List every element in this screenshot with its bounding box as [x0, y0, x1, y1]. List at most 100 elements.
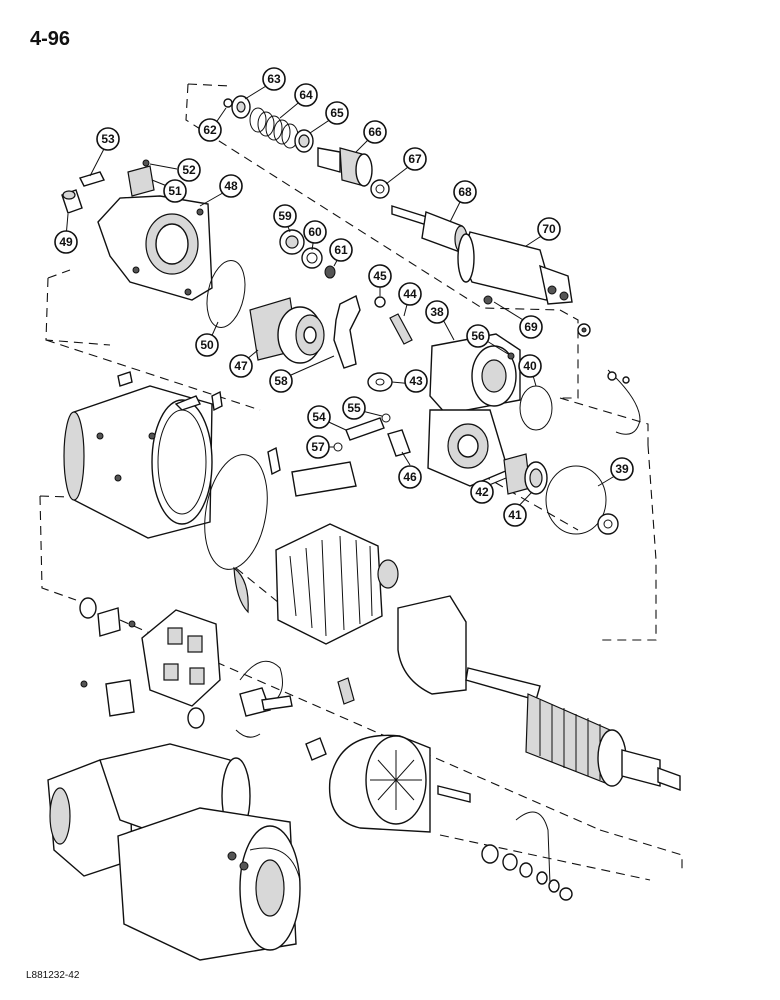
callout-61: 61 — [329, 238, 353, 262]
callout-41: 41 — [503, 503, 527, 527]
svg-text:39: 39 — [615, 462, 629, 476]
part-45 — [374, 296, 386, 308]
callout-58: 58 — [269, 369, 293, 393]
svg-text:51: 51 — [168, 184, 182, 198]
callout-59: 59 — [273, 204, 297, 228]
page-number: 4-96 — [30, 28, 71, 50]
callout-69: 69 — [519, 315, 543, 339]
svg-text:53: 53 — [101, 132, 115, 146]
callout-57: 57 — [306, 435, 330, 459]
svg-text:41: 41 — [508, 508, 522, 522]
part-64-spring — [249, 107, 299, 149]
callout-63: 63 — [262, 67, 286, 91]
callout-60: 60 — [303, 220, 327, 244]
svg-text:44: 44 — [403, 287, 417, 301]
callout-51: 51 — [163, 179, 187, 203]
callout-54: 54 — [307, 405, 331, 429]
part-44 — [389, 313, 413, 345]
svg-text:45: 45 — [373, 269, 387, 283]
svg-text:47: 47 — [234, 359, 248, 373]
part-69-screws — [483, 295, 591, 337]
svg-text:62: 62 — [203, 123, 217, 137]
frame-housing — [63, 385, 213, 539]
svg-text:60: 60 — [308, 225, 322, 239]
callout-49: 49 — [54, 230, 78, 254]
callout-55: 55 — [342, 396, 366, 420]
part-56 — [507, 352, 515, 360]
callout-46: 46 — [398, 465, 422, 489]
svg-text:52: 52 — [182, 163, 196, 177]
part-38 — [427, 333, 521, 487]
part-39 — [545, 465, 607, 535]
callout-53: 53 — [96, 127, 120, 151]
callout-40: 40 — [518, 354, 542, 378]
field-coil — [275, 523, 399, 645]
callout-48: 48 — [219, 174, 243, 198]
part-50 — [206, 260, 246, 328]
terminal-hardware — [481, 811, 573, 901]
assembled-starter — [47, 743, 301, 961]
assembly-dashed-lines — [39, 83, 683, 881]
drawing-code: L881232-42 — [26, 970, 80, 981]
frame-and-armature — [63, 371, 681, 791]
part-57 — [333, 442, 343, 452]
end-frame — [328, 734, 431, 833]
drive-housing-parts — [61, 159, 413, 369]
callout-42: 42 — [470, 480, 494, 504]
part-46 — [387, 429, 411, 457]
brush-plate-and-end-frame — [79, 597, 471, 833]
brush-plate — [141, 609, 221, 707]
callout-39: 39 — [610, 457, 634, 481]
pole-shoe — [397, 595, 467, 695]
part-70-solenoid — [457, 231, 573, 305]
svg-text:42: 42 — [475, 485, 489, 499]
part-60 — [301, 247, 323, 269]
armature — [465, 667, 681, 791]
callout-67: 67 — [403, 147, 427, 171]
callout-45: 45 — [368, 264, 392, 288]
svg-text:43: 43 — [409, 374, 423, 388]
callout-70: 70 — [537, 217, 561, 241]
svg-text:54: 54 — [312, 410, 326, 424]
part-43 — [367, 372, 393, 392]
callout-50: 50 — [195, 333, 219, 357]
svg-text:65: 65 — [330, 106, 344, 120]
part-52 — [142, 159, 150, 167]
part-55 — [381, 413, 391, 423]
svg-text:69: 69 — [524, 320, 538, 334]
callout-66: 66 — [363, 120, 387, 144]
svg-text:55: 55 — [347, 401, 361, 415]
part-53 — [79, 171, 105, 187]
svg-text:61: 61 — [334, 243, 348, 257]
callout-65: 65 — [325, 101, 349, 125]
svg-text:50: 50 — [200, 338, 214, 352]
callout-56: 56 — [466, 324, 490, 348]
svg-text:66: 66 — [368, 125, 382, 139]
svg-text:63: 63 — [267, 72, 281, 86]
solenoid-parts — [223, 95, 591, 337]
part-62 — [223, 98, 233, 108]
svg-text:64: 64 — [299, 88, 313, 102]
callout-64: 64 — [294, 83, 318, 107]
svg-text:48: 48 — [224, 179, 238, 193]
svg-text:67: 67 — [408, 152, 422, 166]
svg-text:40: 40 — [523, 359, 537, 373]
callout-43: 43 — [404, 369, 428, 393]
part-47-drive — [249, 297, 325, 364]
callout-38: 38 — [425, 300, 449, 324]
callout-62: 62 — [198, 118, 222, 142]
part-51 — [127, 165, 155, 197]
nose-housing-parts — [333, 333, 641, 535]
svg-text:57: 57 — [311, 440, 325, 454]
svg-text:49: 49 — [59, 235, 73, 249]
callout-47: 47 — [229, 354, 253, 378]
svg-text:38: 38 — [430, 305, 444, 319]
callout-68: 68 — [453, 180, 477, 204]
part-48-housing — [97, 195, 213, 301]
svg-text:68: 68 — [458, 185, 472, 199]
part-67 — [370, 179, 390, 199]
part-54 — [345, 417, 385, 441]
part-61 — [324, 265, 336, 279]
part-40 — [519, 385, 553, 431]
